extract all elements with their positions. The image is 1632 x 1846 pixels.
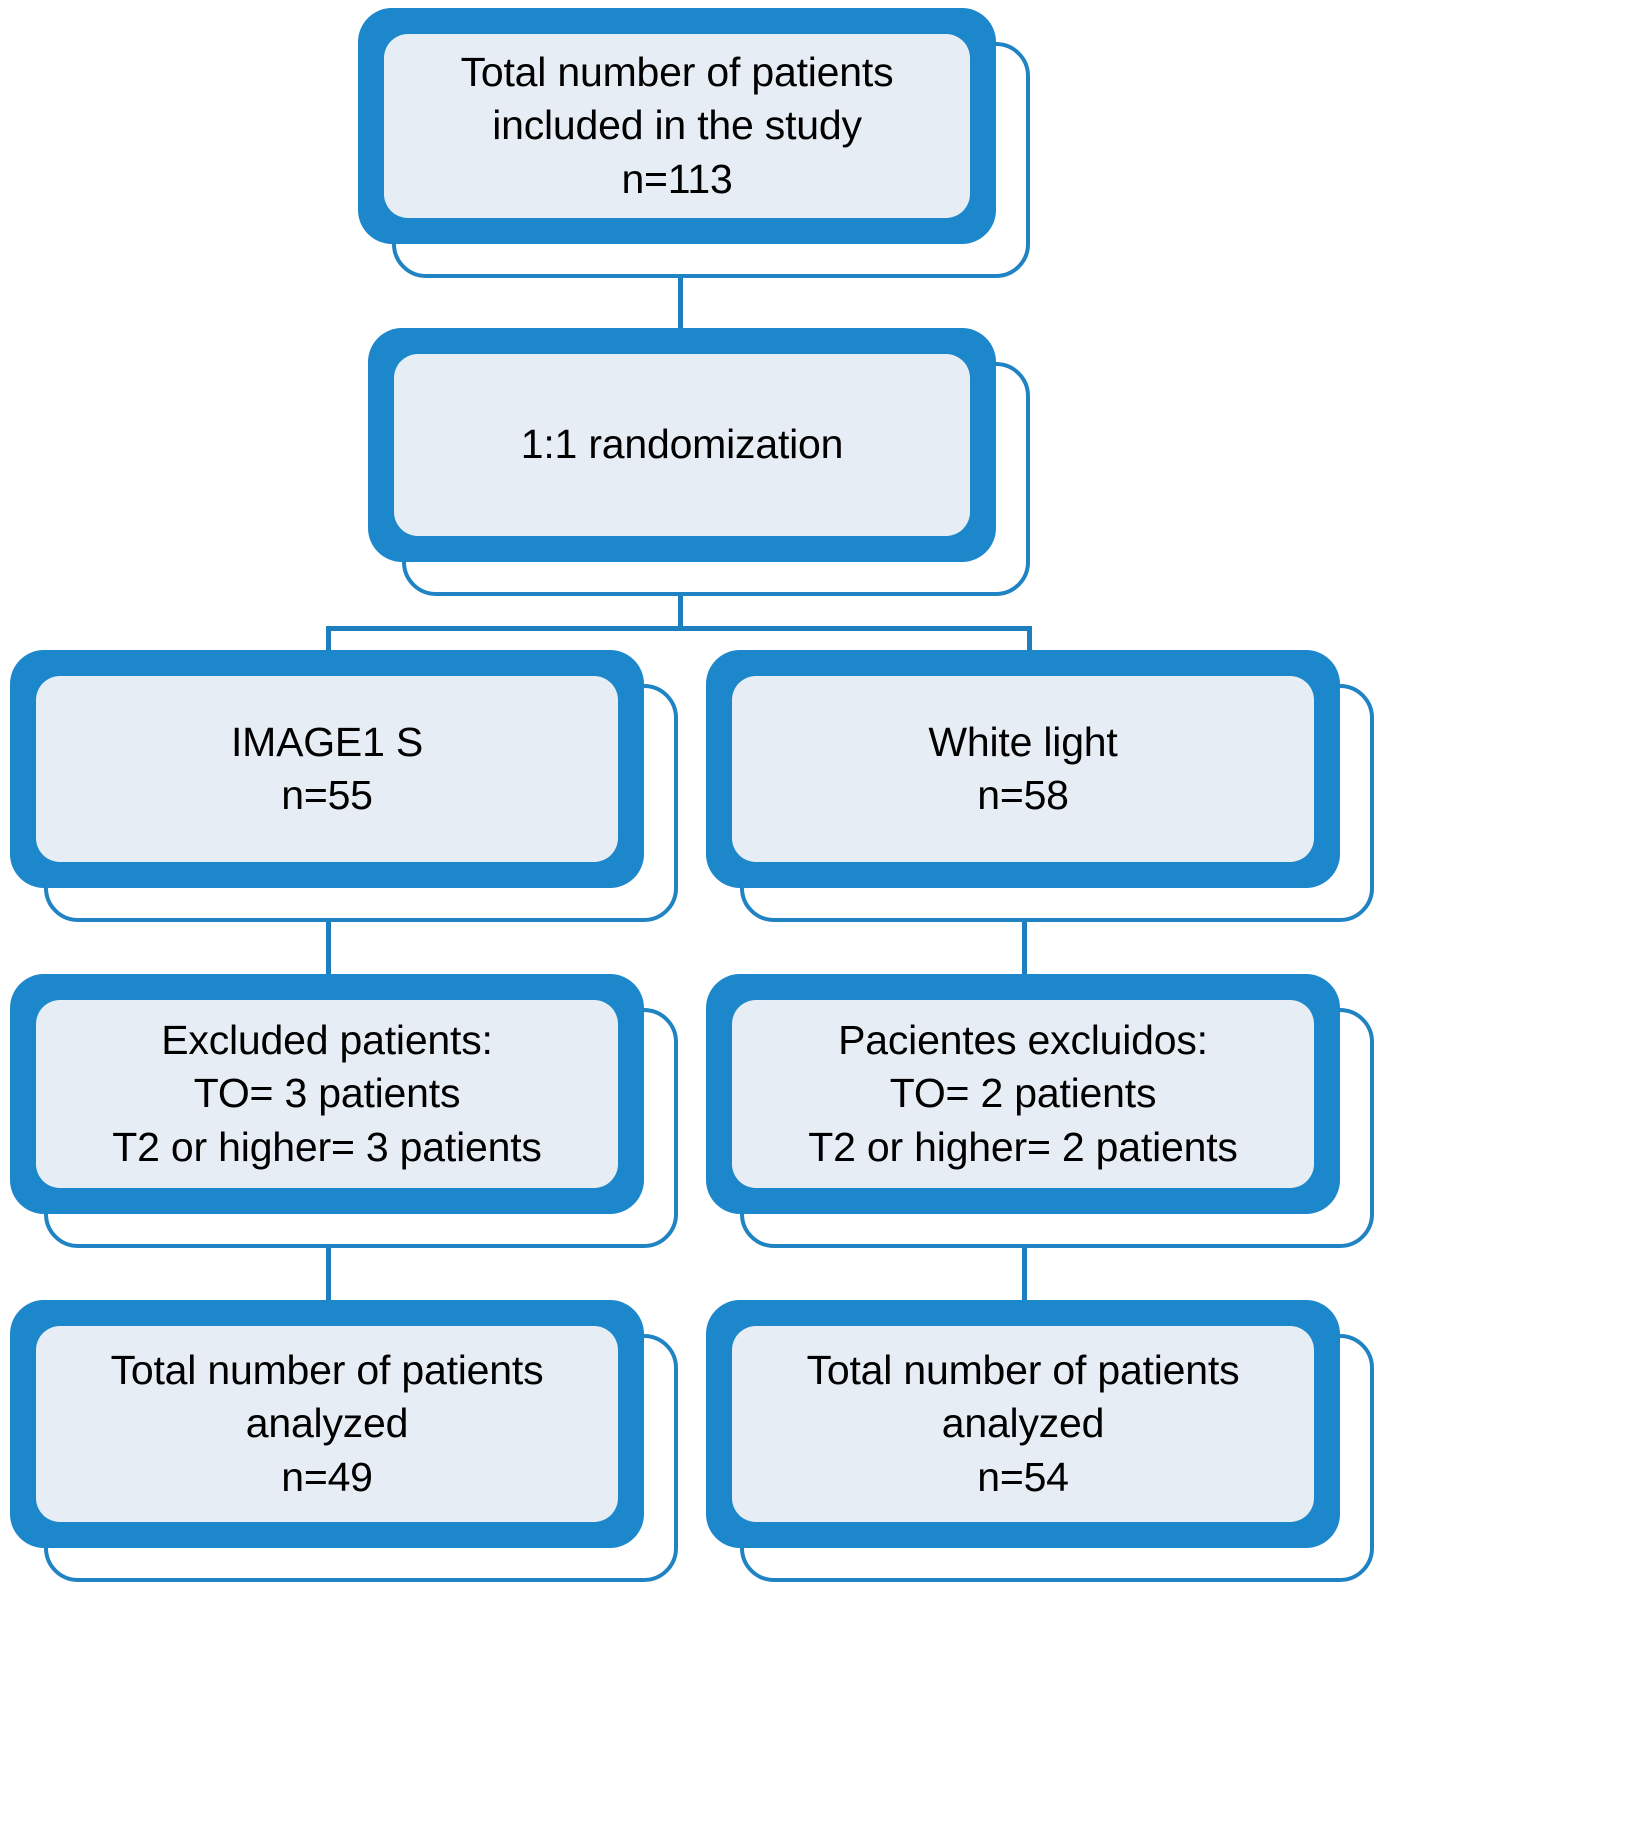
node-label-total-included: Total number of patients included in the … [384, 34, 970, 218]
node-label-line: Total number of patients [806, 1347, 1240, 1394]
node-label-excluded-right: Pacientes excluidos: TO= 2 patients T2 or … [732, 1000, 1314, 1188]
connector-randomization-stem [678, 586, 683, 628]
node-label-arm-white-light: White light n=58 [732, 676, 1314, 862]
node-label-line: n=55 [281, 772, 373, 818]
node-card-layer [732, 1000, 1314, 1188]
node-label-line: n=58 [977, 772, 1069, 818]
node-label-line: T2 or higher= 3 patients [112, 1123, 542, 1170]
node-label-arm-image1s: IMAGE1 S n=55 [36, 676, 618, 862]
node-card-layer [732, 1326, 1314, 1522]
node-card-layer [384, 34, 970, 218]
connector-split-right-drop [1027, 626, 1032, 658]
node-label-line: White light [928, 718, 1118, 765]
node-arm-image1s[interactable]: IMAGE1 S n=55 [10, 650, 678, 922]
node-excluded-left[interactable]: Excluded patients: TO= 3 patients T2 or hi… [10, 974, 678, 1248]
connector-split-left-drop [326, 626, 331, 658]
node-label-line: IMAGE1 S [230, 718, 424, 765]
node-label-line: n=113 [621, 155, 733, 202]
node-analyzed-right[interactable]: Total number of patients analyzed n=54 [706, 1300, 1374, 1582]
node-label-excluded-left: Excluded patients: TO= 3 patients T2 or hi… [36, 1000, 618, 1188]
node-label-line: Total number of patients [460, 49, 894, 96]
node-label-line: 1:1 randomization [520, 421, 844, 468]
node-label-line: TO= 2 patients [889, 1070, 1157, 1117]
node-analyzed-left[interactable]: Total number of patients analyzed n=49 [10, 1300, 678, 1582]
node-label-line: n=54 [977, 1453, 1069, 1500]
node-card-layer [36, 1326, 618, 1522]
node-label-line: Pacientes excluidos: [838, 1017, 1208, 1064]
node-card-layer [36, 676, 618, 862]
connector-image1s-to-excluded [326, 908, 331, 982]
node-label-line: n=49 [281, 1453, 373, 1500]
connector-excluded-left-to-analyzed [326, 1235, 331, 1307]
node-label-line: analyzed [941, 1400, 1105, 1447]
node-card-layer [36, 1000, 618, 1188]
node-label-line: T2 or higher= 2 patients [808, 1123, 1238, 1170]
node-label-line: included in the study [492, 102, 862, 149]
node-label-line: Excluded patients: [161, 1017, 493, 1064]
node-label-analyzed-right: Total number of patients analyzed n=54 [732, 1326, 1314, 1522]
node-label-line: TO= 3 patients [193, 1070, 461, 1117]
connector-excluded-right-to-analyzed [1022, 1235, 1027, 1307]
connector-split-bar [326, 626, 1032, 631]
node-card-layer [732, 676, 1314, 862]
node-label-analyzed-left: Total number of patients analyzed n=49 [36, 1326, 618, 1522]
connector-whitelight-to-excluded [1022, 908, 1027, 982]
node-card-layer [394, 354, 970, 536]
node-label-line: Total number of patients [110, 1347, 544, 1394]
node-excluded-right[interactable]: Pacientes excluidos: TO= 2 patients T2 or … [706, 974, 1374, 1248]
node-randomization[interactable]: 1:1 randomization [368, 328, 1030, 596]
node-label-randomization: 1:1 randomization [394, 354, 970, 536]
connector-total-to-randomization [678, 268, 683, 336]
node-total-included[interactable]: Total number of patients included in the … [358, 8, 1030, 278]
node-label-line: analyzed [245, 1400, 409, 1447]
node-arm-white-light[interactable]: White light n=58 [706, 650, 1374, 922]
